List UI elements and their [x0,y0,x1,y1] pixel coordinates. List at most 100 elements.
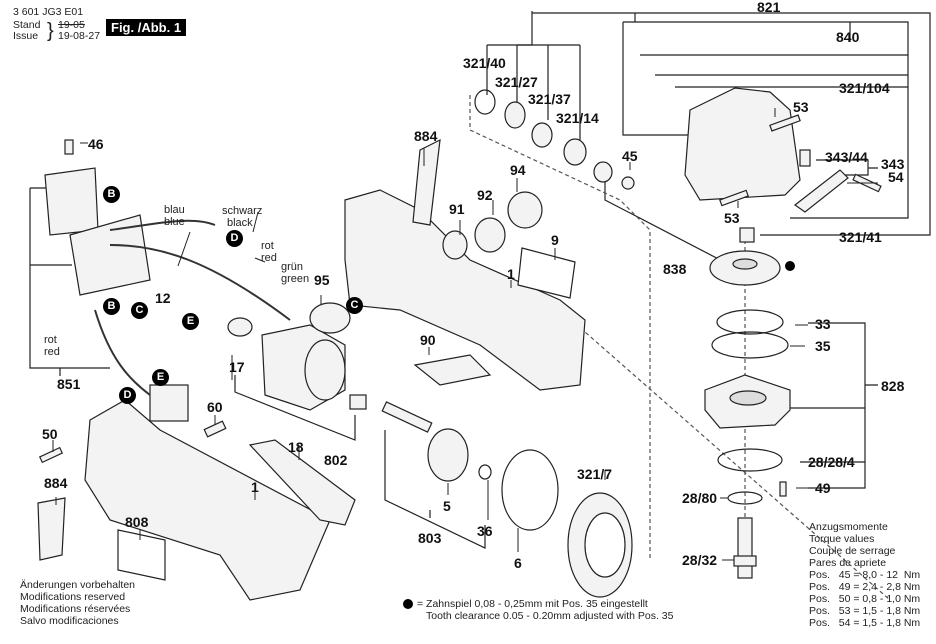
part-label-838: 838 [663,261,687,277]
part-label-33: 33 [815,316,831,332]
tooth-clearance-legend: = Zahnspiel 0,08 - 0,25mm mit Pos. 35 ei… [417,598,673,622]
note-line: Modifications reserved [20,591,126,603]
tooth-clearance-de: = Zahnspiel 0,08 - 0,25mm mit Pos. 35 ei… [417,598,648,610]
torque-title: Torque values [809,533,875,545]
wire-label-blue: blue [164,216,185,228]
modifications-note: Änderungen vorbehalten Modifications res… [20,579,135,627]
shim-35 [711,331,789,359]
document-number: 3 601 JG3 E01 [13,6,84,18]
connector-badge-b: B [103,186,120,203]
connector-badge-b: B [103,298,120,315]
part-label-54: 54 [888,169,904,185]
bracket-828 [790,322,878,489]
wire-label-red-2: red [44,346,60,358]
switch [149,384,189,422]
part-label-49: 49 [815,480,831,496]
wire-label-rot: rot [261,240,274,252]
part-label-321-14: 321/14 [556,110,599,126]
part-label-821: 821 [757,0,781,15]
part-label-803: 803 [418,530,442,546]
stand-label: Stand [13,19,41,31]
part-label-343: 343 [881,156,905,172]
tooth-clearance-marker [785,261,795,271]
stand-value: 19-05 [58,19,85,31]
part-label-1-bottom: 1 [251,479,259,495]
part-label-343-44: 343/44 [825,149,868,165]
leader-838 [604,180,731,266]
connector-badge-e: E [182,313,199,330]
bracket-821 [531,11,931,236]
part-label-60: 60 [207,399,223,415]
torque-title: Anzugsmomente [809,521,888,533]
part-label-94: 94 [510,162,526,178]
connector-badge-e: E [152,369,169,386]
torque-row: Pos. 49 = 2,4 - 2,8 Nm [809,581,921,593]
legend-dot [403,599,413,609]
part-label-53-top: 53 [793,99,809,115]
battery-contact-plate [44,167,99,236]
part-label-46: 46 [88,136,104,152]
handle-housing [84,399,331,601]
part-label-28-80: 28/80 [682,490,718,506]
part-label-6: 6 [514,555,522,571]
bracket-851 [29,187,110,376]
note-line: Modifications réservées [20,603,131,615]
connector-badge-d: D [119,387,136,404]
wire-label-green: green [281,273,310,285]
part-label-35: 35 [815,338,831,354]
note-line: Änderungen vorbehalten [20,579,136,591]
issue-value: 19-08-27 [58,30,101,42]
gear-5 [427,428,469,482]
connector-badge-d: D [226,230,243,247]
torque-title: Pares de apriete [809,557,887,569]
part-label-90: 90 [420,332,436,348]
tooth-clearance-en: Tooth clearance 0.05 - 0.20mm adjusted w… [426,610,674,622]
part-label-12: 12 [155,290,171,306]
part-label-884-top: 884 [414,128,438,144]
torque-row: Pos. 45 = 8,0 - 12 Nm [809,569,921,581]
part-label-808: 808 [125,514,149,530]
torque-row: Pos. 50 = 0,8 - 1,0 Nm [809,593,921,605]
spindle [737,517,753,579]
o-ring-33 [716,309,784,335]
wire-label-rot-2: rot [44,334,57,346]
part-label-28-28-4: 28/28/4 [808,454,855,470]
part-label-28-32: 28/32 [682,552,718,568]
note-line: Salvo modificaciones [20,615,119,627]
part-label-92: 92 [477,187,493,203]
figure-label: Fig. /Abb. 1 [106,19,187,36]
part-label-321-41: 321/41 [839,229,882,245]
part-label-18: 18 [288,439,304,455]
guard-6 [501,449,559,531]
part-label-840: 840 [836,29,860,45]
wire-label-black: black [227,217,253,229]
part-label-91: 91 [449,201,465,217]
wire-label-blau: blau [164,204,185,216]
part-label-321-104: 321/104 [839,80,890,96]
part-label-321-37: 321/37 [528,91,571,107]
brace: } [47,20,54,42]
part-label-884-bottom: 884 [44,475,68,491]
part-label-321-7: 321/7 [577,466,613,482]
gear-housing [684,87,801,201]
part-label-321-27: 321/27 [495,74,538,90]
part-label-321-40: 321/40 [463,55,506,71]
part-label-5: 5 [443,498,451,514]
part-label-45: 45 [622,148,638,164]
part-label-95: 95 [314,272,330,288]
torque-title: Couple de serrage [809,545,896,557]
bracket-802 [234,375,356,441]
bracket-803 [384,430,486,549]
connector-badge-c: C [131,302,148,319]
part-label-1-top: 1 [507,266,515,282]
bracket-840 [622,21,909,219]
part-label-36: 36 [477,523,493,539]
part-label-802: 802 [324,452,348,468]
part-label-851: 851 [57,376,81,392]
part-label-828: 828 [881,378,905,394]
part-label-53-bottom: 53 [724,210,740,226]
wire-label-schwarz: schwarz [222,205,263,217]
part-label-50: 50 [42,426,58,442]
torque-row: Pos. 53 = 1,5 - 1,8 Nm [809,605,921,617]
